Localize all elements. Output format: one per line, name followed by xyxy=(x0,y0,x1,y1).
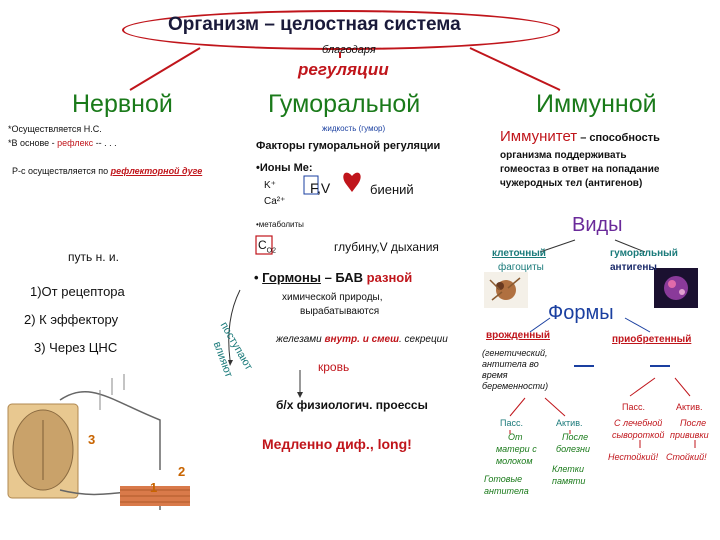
hormones-word: Гормоны xyxy=(262,270,321,285)
slow-excl: ! xyxy=(407,436,412,452)
unstable-label: Нестойкий! xyxy=(608,452,659,462)
ion-k: K⁺ xyxy=(264,180,276,191)
column-immune: Иммунной xyxy=(536,90,657,118)
humoral-type: гуморальный xyxy=(610,248,678,259)
after-disease-2: болезни xyxy=(556,444,590,454)
serum-1: С лечебной xyxy=(614,418,663,428)
factors-title: Факторы гуморальной регуляции xyxy=(256,140,441,152)
from-mother-3: молоком xyxy=(496,456,533,466)
arrow-to-immune xyxy=(469,47,561,91)
reflex-word: рефлекс xyxy=(57,138,94,148)
arrow-to-nervous xyxy=(129,47,201,91)
processes-label: б/х физиологич. проессы xyxy=(276,398,428,412)
immunity-line3: гомеостаз в ответ на попадание xyxy=(500,164,660,175)
nervous-line3: Р-с осуществляется по рефлекторной дуге xyxy=(12,166,202,176)
chem-line2: вырабатываются xyxy=(300,306,380,317)
path-label: путь н. и. xyxy=(68,250,119,264)
title-oval xyxy=(122,10,560,50)
figure-label-1: 1 xyxy=(150,480,158,495)
passive-acquired: Пасс. xyxy=(622,402,645,412)
blood-label: кровь xyxy=(318,360,350,374)
active-acquired: Актив. xyxy=(676,402,703,412)
memory-cells-1: Клетки xyxy=(552,464,585,474)
slow-long: long xyxy=(377,436,408,452)
ready-antibodies-2: антитела xyxy=(484,486,529,496)
reflex-arc-word: рефлекторной дуге xyxy=(110,166,203,176)
step-1: 1)От рецептора xyxy=(30,284,125,299)
antigen-image xyxy=(654,268,698,308)
cellular-type: клеточный xyxy=(492,248,546,259)
innate-note-3: время xyxy=(482,370,508,380)
nervous-line2: *В основе - рефлекс -- . . . xyxy=(8,138,117,148)
breath-depth: глубину,V дыхания xyxy=(334,240,439,254)
column-humoral: Гуморальной xyxy=(268,90,421,118)
forms-title: Формы xyxy=(548,302,614,324)
beats-label: биений xyxy=(370,182,414,197)
hormones-bullet: • xyxy=(254,270,263,285)
subtitle: благодаря xyxy=(322,44,376,56)
arrow-influence xyxy=(228,289,241,361)
innate-note-1: (генетический, xyxy=(482,348,548,358)
glands-prefix: железами xyxy=(276,334,325,345)
nervous-line3-prefix: Р-с осуществляется по xyxy=(12,166,111,176)
innate-note-4: беременности) xyxy=(482,381,549,391)
vaccine-1: После xyxy=(680,418,707,428)
passive-innate: Пасс. xyxy=(500,418,523,428)
immunity-def: Иммунитет – способность xyxy=(500,128,660,145)
immunity-line4: чужеродных тел (антигенов) xyxy=(500,178,643,189)
active-innate: Актив. xyxy=(556,418,583,428)
glands-suffix: . секреции xyxy=(399,334,448,345)
types-title: Виды xyxy=(572,214,623,236)
co2-box xyxy=(255,235,273,255)
immunity-def-text: – способность xyxy=(577,132,660,144)
after-disease-1: После xyxy=(562,432,589,442)
immunity-word: Иммунитет xyxy=(500,128,578,145)
heart-icon xyxy=(343,172,361,192)
step-2: 2) К эффектору xyxy=(24,312,119,327)
nervous-line2-suffix: -- . . . xyxy=(93,138,117,148)
glands-inner: внутр. и смеш xyxy=(324,334,400,345)
figure-label-3: 3 xyxy=(88,432,96,447)
innate-note-2: антитела во xyxy=(482,359,539,369)
slow-label: Медленно диф., long! xyxy=(262,436,412,452)
vaccine-2: прививки xyxy=(670,430,709,440)
phagocytes-label: фагоциты xyxy=(498,262,544,273)
glands-line: железами внутр. и смеш. секреции xyxy=(276,334,448,345)
from-mother-1: От xyxy=(508,432,523,442)
page-title: Организм – целостная система xyxy=(168,14,461,35)
hormones-dash: – БАВ xyxy=(320,270,367,285)
metabolites-label: •метаболиты xyxy=(256,220,304,229)
nervous-line2-prefix: *В основе - xyxy=(8,138,58,148)
serum-2: сывороткой xyxy=(612,430,665,440)
acquired-form: приобретенный xyxy=(612,334,692,345)
from-mother-2: матери с xyxy=(496,444,537,454)
fv-label: F,V xyxy=(310,180,331,196)
co2-label: СO2 xyxy=(258,238,276,254)
memory-cells-2: памяти xyxy=(552,476,586,486)
immunity-line2: организма поддерживать xyxy=(500,150,627,161)
humoral-note: жидкость (гумор) xyxy=(322,124,386,133)
phagocyte-image xyxy=(484,272,528,308)
figure-label-2: 2 xyxy=(178,464,186,479)
innate-form: врожденный xyxy=(486,330,550,341)
stable-label: Стойкий! xyxy=(666,452,707,462)
ions-title: •Ионы Ме: xyxy=(256,162,313,174)
co2-sub: O2 xyxy=(266,247,277,255)
step-3: 3) Через ЦНС xyxy=(34,340,118,355)
reflex-arc-figure xyxy=(7,374,190,510)
hormones-line: • Гормоны – БАВ разной xyxy=(254,270,412,285)
hormones-diverse: разной xyxy=(366,270,413,285)
slow-prefix: Медленно диф., xyxy=(262,436,378,452)
ready-antibodies-1: Готовые xyxy=(484,474,523,484)
nervous-line1: *Осуществляется Н.С. xyxy=(8,124,102,134)
antigens-label: антигены xyxy=(610,262,657,273)
column-nervous: Нервной xyxy=(72,90,173,118)
co2-letter: С xyxy=(258,238,267,252)
regulation-word: регуляции xyxy=(298,60,389,79)
ion-ca: Ca²⁺ xyxy=(264,196,286,207)
chem-line1: химической природы, xyxy=(282,292,383,303)
